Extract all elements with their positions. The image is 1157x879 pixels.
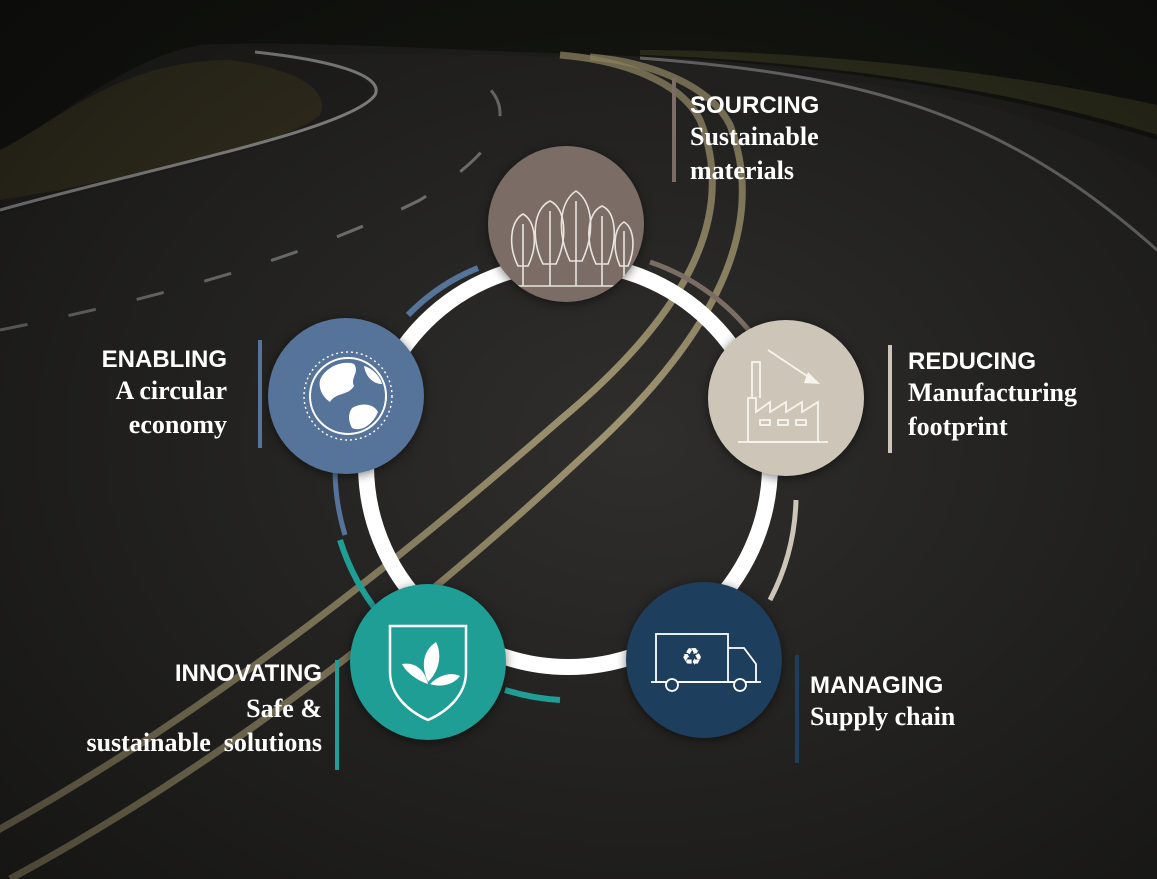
recycling-truck-icon: ♻ [651,633,761,692]
globe-icon [303,351,393,441]
enabling-node [268,318,424,474]
reducing-node [708,320,864,476]
reducing-heading: REDUCING [908,348,1037,375]
sourcing-line2: materials [690,156,794,185]
innovating-line1: Safe & [246,694,322,723]
factory-icon [738,349,828,443]
svg-text:♻: ♻ [681,643,703,671]
enabling-label: ENABLING A circular economy [102,346,227,442]
managing-line1: Supply chain [810,702,956,731]
leaf-shield-icon [388,624,468,722]
reducing-line1: Manufacturing [908,378,1077,407]
enabling-accent-bar [258,340,262,448]
sourcing-line1: Sustainable [690,122,819,151]
innovating-line2: sustainable solutions [86,728,322,757]
innovating-node [350,584,506,740]
reducing-accent-bar [888,345,892,453]
innovating-accent-bar [335,660,339,770]
sourcing-node [488,146,644,302]
sourcing-accent-bar [672,78,676,182]
innovating-heading: INNOVATING [174,660,322,687]
sourcing-label: SOURCING Sustainable materials [690,92,819,188]
managing-node: ♻ [626,582,782,738]
managing-accent-bar [795,655,799,763]
managing-label: MANAGING Supply chain [810,672,955,734]
reducing-line2: footprint [908,412,1008,441]
enabling-line1: A circular [115,376,227,405]
forest-icon [508,190,638,287]
enabling-heading: ENABLING [101,346,227,373]
reducing-label: REDUCING Manufacturing footprint [908,348,1077,444]
enabling-line2: economy [128,410,227,439]
innovating-label: INNOVATING Safe & sustainable solutions [86,660,322,760]
sourcing-heading: SOURCING [690,92,820,119]
managing-heading: MANAGING [810,672,944,699]
